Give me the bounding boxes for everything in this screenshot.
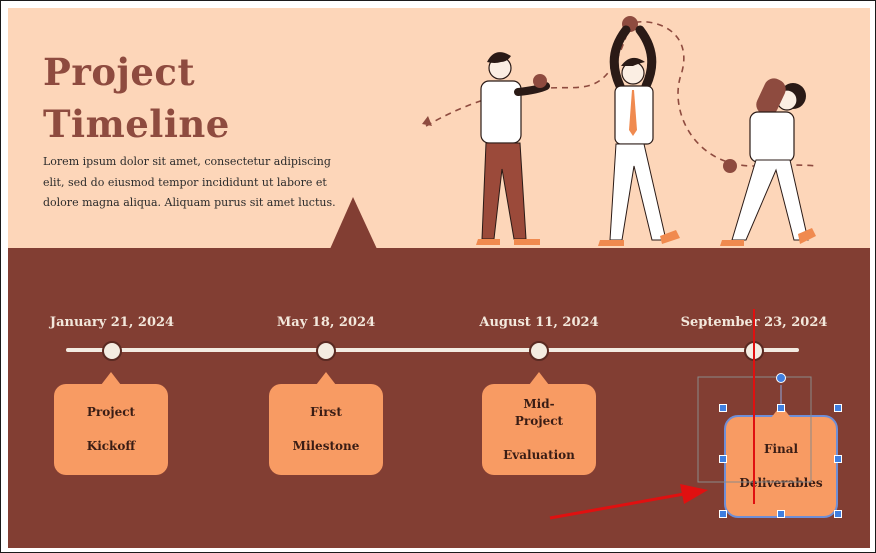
milestone-marker-1[interactable] <box>102 341 122 361</box>
milestone-date-1: January 21, 2024 <box>49 315 175 330</box>
milestone-date-3: August 11, 2024 <box>479 315 599 330</box>
resize-handle-right[interactable] <box>834 455 842 463</box>
annotation-arrow-head <box>680 484 708 504</box>
team-illustration <box>422 16 817 246</box>
resize-handle-bottom[interactable] <box>777 510 785 518</box>
person-with-hair <box>720 78 816 246</box>
resize-handle-bottom-left[interactable] <box>719 510 727 518</box>
annotation-arrow-shaft <box>549 492 685 520</box>
person-throwing <box>476 52 550 245</box>
title-line-1: Project <box>43 50 196 94</box>
callout-line-1: Mid-Project <box>514 396 564 428</box>
callout-line-2: Evaluation <box>503 447 575 462</box>
milestone-marker-2[interactable] <box>316 341 336 361</box>
title-line-2: Timeline <box>43 102 230 146</box>
rotate-handle[interactable] <box>776 373 786 383</box>
timeline-line[interactable] <box>66 348 799 352</box>
resize-handle-bottom-right[interactable] <box>834 510 842 518</box>
callout-line-1: Final <box>763 442 799 456</box>
resize-handle-top-right[interactable] <box>834 404 842 412</box>
person-catching <box>598 16 680 246</box>
callout-line-2: Deliverables <box>739 476 823 490</box>
resize-handle-top-left[interactable] <box>719 404 727 412</box>
resize-handle-top[interactable] <box>777 404 785 412</box>
title-pointer <box>330 197 377 249</box>
callout-line-2: Kickoff <box>86 439 136 453</box>
slide-body-text[interactable]: Lorem ipsum dolor sit amet, consectetur … <box>43 155 336 209</box>
callout-line-1: Project <box>86 405 136 419</box>
milestone-date-2: May 18, 2024 <box>276 315 376 330</box>
milestone-marker-3[interactable] <box>529 341 549 361</box>
selection-overlay <box>549 309 812 520</box>
callout-line-1: First <box>310 405 342 419</box>
callout-line-2: Milestone <box>292 439 360 453</box>
resize-handle-left[interactable] <box>719 455 727 463</box>
